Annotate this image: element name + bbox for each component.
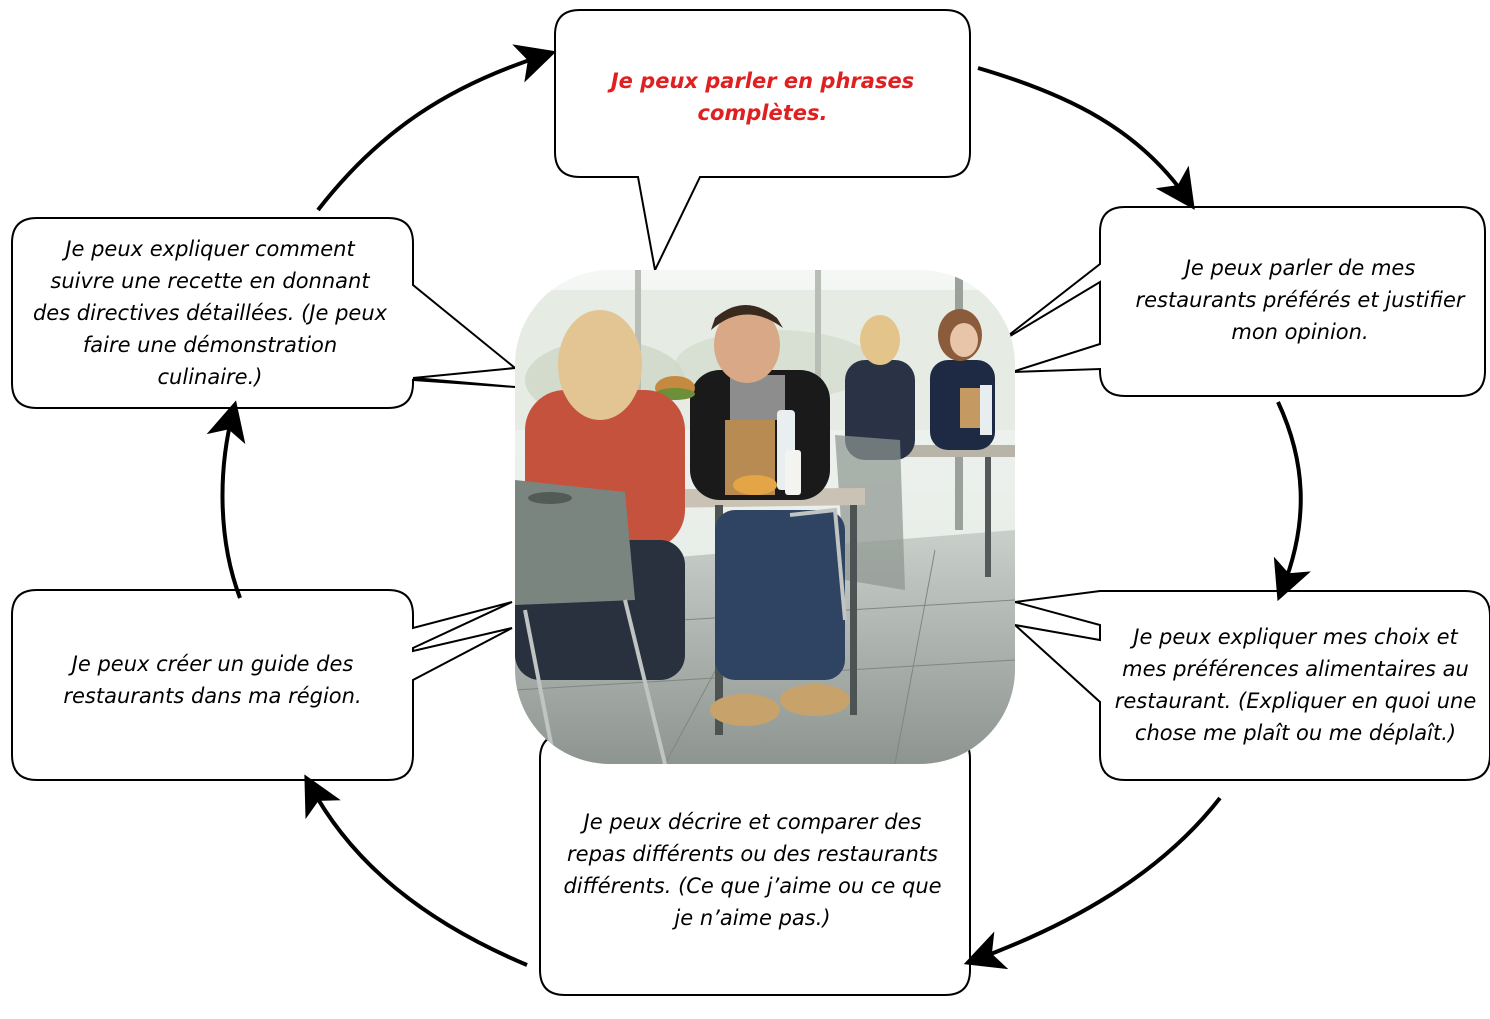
bubble-top-text: Je peux parler en phrases complètes.	[580, 52, 945, 142]
arrow-bottom-to-left-bottom	[304, 774, 528, 967]
bubble-top-outline	[554, 9, 971, 274]
arrow-left-bottom-to-left-top	[206, 400, 246, 599]
arrow-right-bottom-to-bottom	[963, 796, 1222, 970]
photo-students-eating	[515, 270, 1015, 764]
bubble-right-top-outline	[999, 206, 1486, 397]
bubble-bottom-text: Je peux décrire et comparer des repas di…	[560, 770, 945, 970]
bubble-left-top-text: Je peux expliquer comment suivre une rec…	[30, 225, 390, 400]
bubble-right-top-label: Je peux parler de mes restaurants préfér…	[1135, 256, 1465, 344]
bubble-right-top-text: Je peux parler de mes restaurants préfér…	[1135, 220, 1465, 380]
bubble-right-bottom-label: Je peux expliquer mes choix et mes préfé…	[1114, 625, 1477, 745]
bubble-right-bottom-text: Je peux expliquer mes choix et mes préfé…	[1108, 590, 1483, 780]
bubble-right-bottom-outline	[1011, 590, 1490, 781]
bubble-left-top-outline	[11, 217, 518, 409]
bubble-bottom-label: Je peux décrire et comparer des repas di…	[563, 810, 942, 930]
bubble-left-top-label: Je peux expliquer comment suivre une rec…	[32, 236, 388, 389]
bubble-top-label: Je peux parler en phrases complètes.	[610, 69, 915, 125]
arrow-left-top-to-top	[316, 44, 557, 212]
arrow-right-top-to-right-bottom	[1273, 401, 1311, 602]
bubble-left-bottom-outline	[11, 589, 513, 781]
bubble-left-bottom-text: Je peux créer un guide des restaurants d…	[35, 630, 390, 730]
arrow-top-to-right-top	[977, 66, 1195, 210]
bubble-left-bottom-label: Je peux créer un guide des restaurants d…	[63, 652, 362, 708]
